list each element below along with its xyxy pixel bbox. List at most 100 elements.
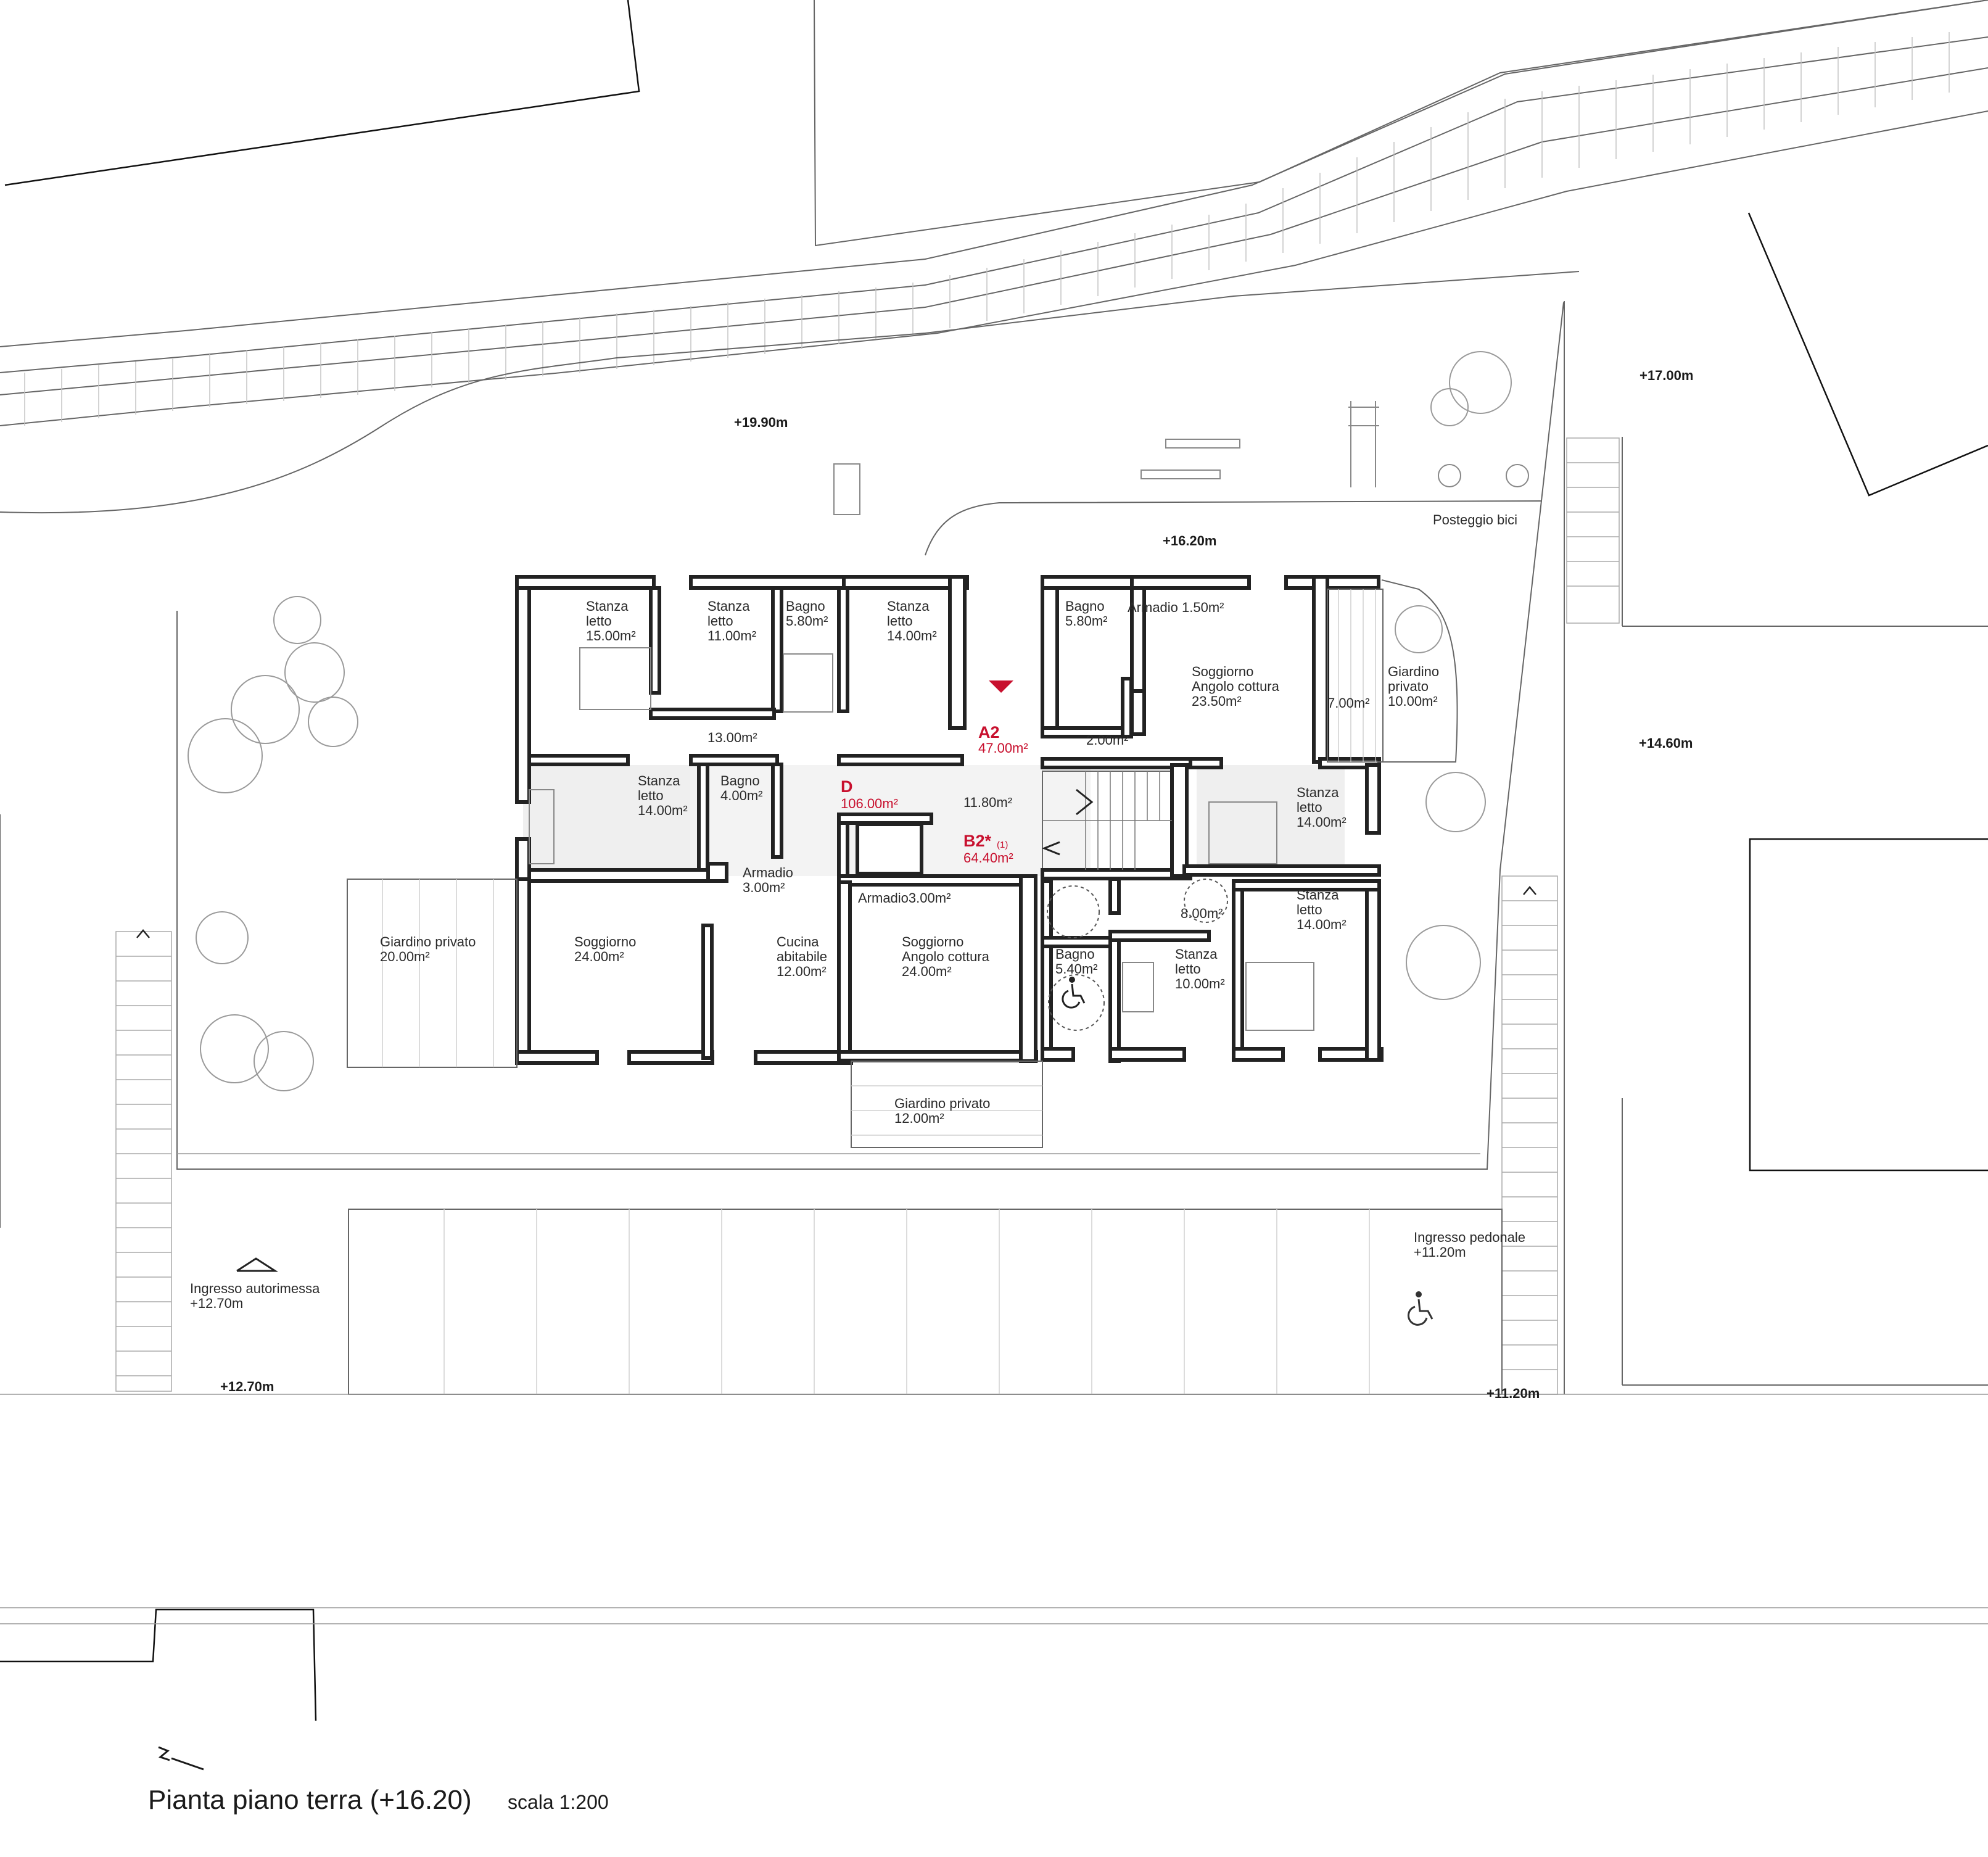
room-16-l1: Bagno — [1065, 598, 1105, 614]
room-7-l1: Bagno — [720, 773, 760, 788]
garage-entry-marker — [236, 1257, 279, 1272]
room-9-l1: Giardino privato — [380, 934, 476, 949]
site-context — [0, 0, 1988, 1721]
room-8-l2: 3.00m² — [743, 880, 785, 895]
room-22-l1: Stanza — [1297, 785, 1339, 800]
level-1990: +19.90m — [734, 415, 788, 430]
unit-b2-code: B2* — [963, 832, 992, 850]
ingresso-autorimessa-level: +12.70m — [190, 1296, 243, 1311]
room-1-l1: Stanza — [586, 598, 629, 614]
room-17-l1: Armadio 1.50m² — [1128, 600, 1224, 615]
room-3-l2: 5.80m² — [786, 613, 828, 629]
drawing-scale: scala 1:200 — [508, 1791, 609, 1813]
level-labels: +19.90m +17.00m +16.20m +14.60m +12.70m … — [220, 368, 1693, 1401]
room-14-l2: Angolo cottura — [902, 949, 990, 964]
loggia-east — [1327, 589, 1384, 763]
room-20-l3: 10.00m² — [1388, 693, 1438, 709]
neighbour-building-e — [1749, 838, 1988, 1172]
room-16-l2: 5.80m² — [1065, 613, 1107, 629]
room-4-l3: 14.00m² — [887, 628, 937, 643]
room-2-l2: letto — [707, 613, 733, 629]
room-25-l1: Bagno — [1055, 946, 1095, 962]
room-14-l3: 24.00m² — [902, 964, 952, 979]
main-entrance-arrow — [989, 680, 1013, 693]
unit-d-code: D — [841, 777, 853, 796]
room-4-l1: Stanza — [887, 598, 930, 614]
room-20-l2: privato — [1388, 679, 1429, 694]
accessible-bathroom-icon — [1062, 977, 1086, 1009]
wall-west-upper — [515, 575, 531, 804]
level-1120: +11.20m — [1487, 1386, 1540, 1401]
giardino-privato-east — [1381, 579, 1458, 763]
room-10-l1: Soggiorno — [574, 934, 636, 949]
room-6-l1: Stanza — [638, 773, 680, 788]
ingresso-pedonale-level: +11.20m — [1414, 1244, 1466, 1260]
room-24-l1: Stanza — [1297, 887, 1339, 903]
level-1620: +16.20m — [1163, 533, 1216, 548]
room-15-l1: Giardino privato — [894, 1096, 990, 1111]
building-footprint — [347, 575, 1458, 1148]
north-arrow-icon — [158, 1746, 204, 1771]
room-24-l2: letto — [1297, 902, 1322, 917]
room-8-l1: Armadio — [743, 865, 793, 880]
level-1460: +14.60m — [1639, 735, 1693, 751]
level-1700: +17.00m — [1639, 368, 1693, 383]
unit-labels: A2 47.00m² D 106.00m² B2* (1) 64.40m² — [841, 723, 1028, 866]
site-boundary — [176, 302, 1564, 1170]
neighbour-building-nw — [4, 0, 640, 186]
room-6-l3: 14.00m² — [638, 803, 688, 818]
room-21-l1: 2.00m² — [1086, 732, 1128, 748]
room-22-l2: letto — [1297, 800, 1322, 815]
unit-a2-code: A2 — [978, 723, 1000, 742]
ingresso-autorimessa-label: Ingresso autorimessa — [190, 1281, 320, 1296]
room-19-l1: 7.00m² — [1327, 695, 1369, 711]
playground-symbols — [833, 401, 1529, 515]
giardino-privato-south — [851, 1061, 1043, 1148]
tree-symbols — [188, 351, 1512, 1091]
accessible-entry-icon — [1407, 1291, 1433, 1326]
room-12-l1: 11.80m² — [963, 795, 1012, 810]
room-20-l1: Giardino — [1388, 664, 1439, 679]
room-11-l2: abitabile — [777, 949, 827, 964]
property-line-north — [814, 0, 1988, 247]
room-2-l3: 11.00m² — [707, 628, 756, 643]
ingresso-pedonale-label: Ingresso pedonale — [1414, 1230, 1525, 1245]
room-10-l2: 24.00m² — [574, 949, 624, 964]
room-26-l3: 10.00m² — [1175, 976, 1225, 991]
level-1270: +12.70m — [220, 1379, 274, 1394]
room-1-l3: 15.00m² — [586, 628, 636, 643]
room-18-l3: 23.50m² — [1192, 693, 1242, 709]
site-labels: Posteggio bici Ingresso autorimessa +12.… — [190, 512, 1525, 1311]
room-15-l2: 12.00m² — [894, 1110, 944, 1126]
giardino-privato-west — [347, 879, 518, 1068]
room-5-l1: 13.00m² — [707, 730, 757, 745]
room-23-l1: 8.00m² — [1181, 906, 1223, 921]
room-4-l2: letto — [887, 613, 913, 629]
room-9-l2: 20.00m² — [380, 949, 430, 964]
neighbour-building-sw — [0, 1608, 317, 1721]
posteggio-bici-label: Posteggio bici — [1433, 512, 1517, 527]
room-14-l1: Soggiorno — [902, 934, 963, 949]
room-18-l1: Soggiorno — [1192, 664, 1253, 679]
room-7-l2: 4.00m² — [720, 788, 762, 803]
room-11-l1: Cucina — [777, 934, 819, 949]
room-24-l3: 14.00m² — [1297, 917, 1347, 932]
room-2-l1: Stanza — [707, 598, 750, 614]
room-6-l2: letto — [638, 788, 664, 803]
unit-b2-area: 64.40m² — [963, 850, 1013, 866]
unit-d-area: 106.00m² — [841, 796, 898, 811]
room-13-l1: Armadio3.00m² — [858, 890, 951, 906]
neighbour-building-ne — [1747, 212, 1988, 497]
room-25-l2: 5.40m² — [1055, 961, 1097, 977]
drawing-title: Pianta piano terra (+16.20) — [148, 1785, 472, 1815]
unit-b2-note: (1) — [997, 840, 1008, 850]
room-1-l2: letto — [586, 613, 612, 629]
room-26-l1: Stanza — [1175, 946, 1218, 962]
room-3-l1: Bagno — [786, 598, 825, 614]
room-11-l3: 12.00m² — [777, 964, 827, 979]
room-22-l3: 14.00m² — [1297, 814, 1347, 830]
room-26-l2: letto — [1175, 961, 1201, 977]
unit-a2-area: 47.00m² — [978, 740, 1028, 756]
room-18-l2: Angolo cottura — [1192, 679, 1280, 694]
